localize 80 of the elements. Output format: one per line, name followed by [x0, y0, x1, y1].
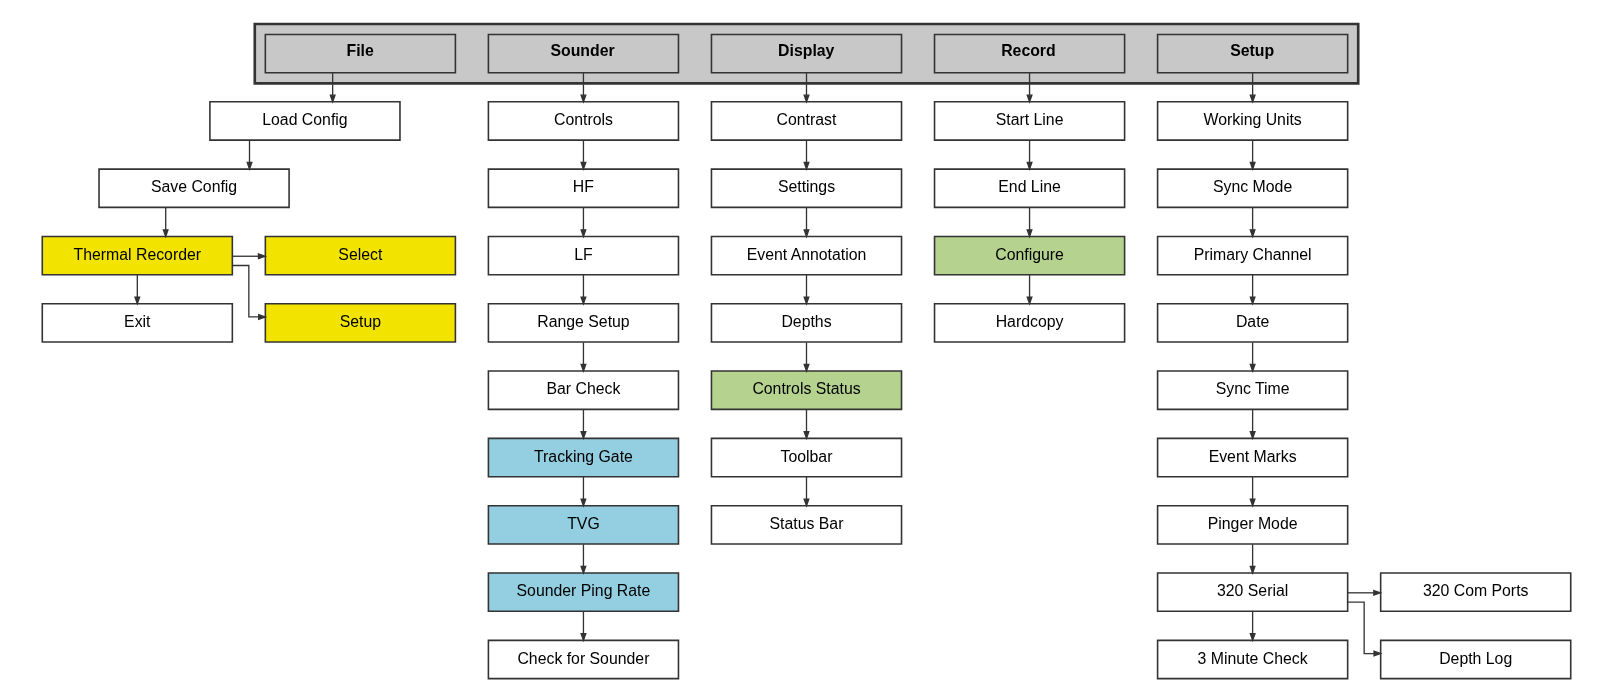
node-box: Event Annotation: [710, 235, 902, 276]
node-box: Display: [710, 33, 902, 74]
arrow: [1025, 274, 1033, 306]
node-box: Sync Time: [1156, 370, 1348, 411]
arrow: [802, 409, 810, 441]
arrow: [1248, 274, 1256, 306]
arrow: [802, 139, 810, 172]
node-box: Depth Log: [1379, 639, 1571, 680]
node-box: Pinger Mode: [1156, 504, 1348, 545]
arrow: [802, 207, 810, 239]
node-box: Status Bar: [710, 504, 902, 545]
node-box: Load Config: [208, 101, 401, 141]
arrow: [1248, 476, 1256, 508]
arrow: [1248, 543, 1256, 575]
arrow: [1248, 207, 1256, 239]
arrow: [579, 543, 587, 575]
node-box: Exit: [41, 302, 233, 343]
arrow: [161, 207, 169, 239]
node-box: Date: [1156, 302, 1348, 343]
arrow: [1346, 589, 1382, 597]
cluster: [252, 22, 1360, 85]
node-box: Save Config: [97, 168, 290, 209]
arrow: [579, 341, 587, 374]
node-box: Range Setup: [487, 302, 679, 343]
node-box: Thermal Recorder: [41, 235, 233, 276]
arrow: [1025, 139, 1033, 172]
node-box: Start Line: [933, 101, 1125, 141]
arrow: [1248, 72, 1256, 104]
arrow: [579, 610, 587, 643]
node-box: Contrast: [710, 101, 902, 141]
arrow: [802, 341, 810, 374]
arrow: [1025, 207, 1033, 239]
node-box: Setup: [1156, 33, 1348, 74]
arrow: [1248, 610, 1256, 643]
arrow: [579, 207, 587, 239]
node-box: Working Units: [1156, 101, 1348, 141]
arrow: [802, 72, 810, 104]
node-box: LF: [487, 235, 679, 276]
arrow: [1346, 601, 1383, 657]
node-box: Event Marks: [1156, 437, 1348, 478]
node-box: File: [264, 33, 456, 74]
arrow: [802, 274, 810, 306]
node-box: End Line: [933, 168, 1125, 209]
node-box: Depths: [710, 302, 902, 343]
arrow: [328, 72, 336, 104]
node-box: Check for Sounder: [487, 639, 679, 680]
node-box: Configure: [933, 235, 1125, 276]
arrow: [245, 139, 253, 172]
node-box: 320 Serial: [1156, 572, 1348, 613]
arrow: [579, 72, 587, 104]
arrow: [1248, 341, 1256, 374]
node-box: HF: [487, 168, 679, 209]
node-box: 320 Com Ports: [1379, 572, 1571, 613]
node-box: Settings: [710, 168, 902, 209]
arrow: [231, 253, 267, 260]
node-box: Sync Mode: [1156, 168, 1348, 209]
node-box: Controls: [487, 101, 679, 141]
node-box: Primary Channel: [1156, 235, 1348, 276]
arrow: [579, 476, 587, 508]
node-box: Tracking Gate: [487, 437, 679, 478]
arrow: [1248, 409, 1256, 441]
arrow: [579, 139, 587, 172]
node-box: Sounder: [487, 33, 679, 74]
node-box: Select: [264, 235, 456, 276]
node-box: Setup: [264, 302, 456, 343]
arrow: [579, 274, 587, 306]
node-box: TVG: [487, 504, 679, 545]
node-box: Controls Status: [710, 370, 902, 411]
node-box: Record: [933, 33, 1125, 74]
node-box: 3 Minute Check: [1156, 639, 1348, 680]
arrow: [1248, 139, 1256, 172]
node-box: Sounder Ping Rate: [487, 572, 679, 613]
arrow: [802, 476, 810, 508]
arrow: [231, 264, 267, 321]
node-box: Hardcopy: [933, 302, 1125, 343]
node-box: Toolbar: [710, 437, 902, 478]
arrow: [579, 409, 587, 441]
arrow: [133, 274, 141, 306]
node-box: Bar Check: [487, 370, 679, 411]
arrow: [1025, 72, 1033, 104]
